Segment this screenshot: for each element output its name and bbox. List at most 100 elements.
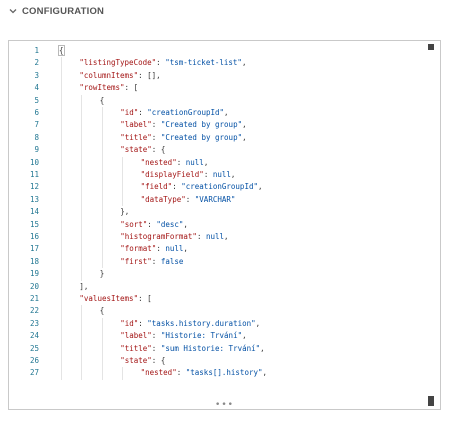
code-line[interactable]: } xyxy=(100,268,105,280)
line-number: 20 xyxy=(29,281,39,291)
code-token: "creationGroupId" xyxy=(147,108,225,117)
code-token: : xyxy=(196,232,206,241)
scrollbar-thumb[interactable] xyxy=(428,396,434,406)
indent-guide xyxy=(81,243,83,256)
code-token: : xyxy=(151,331,161,341)
code-line[interactable]: "first": false xyxy=(120,256,183,268)
code-line[interactable]: { xyxy=(100,305,105,317)
code-token: : xyxy=(172,182,182,192)
indent-guide xyxy=(61,330,62,343)
code-line[interactable]: "field": "creationGroupId", xyxy=(141,181,263,193)
code-token: "state" xyxy=(120,145,152,155)
code-token: "field" xyxy=(140,182,173,192)
code-token: , xyxy=(242,331,247,341)
indent-guide xyxy=(101,206,103,219)
indent-guide xyxy=(81,206,83,219)
code-line[interactable]: "label": "Historie: Trvání", xyxy=(120,330,246,342)
indent-guide xyxy=(61,305,62,318)
indent-guide xyxy=(81,330,83,343)
code-token: "histogramFormat" xyxy=(120,232,197,241)
code-token: "displayField" xyxy=(140,170,204,179)
code-line[interactable]: { xyxy=(100,95,105,107)
indent-guide xyxy=(81,355,83,368)
line-number: 14 xyxy=(29,207,39,217)
code-token: } xyxy=(99,269,105,279)
indent-guide xyxy=(81,255,83,269)
code-line[interactable]: "rowItems": [ xyxy=(79,82,138,94)
line-number: 9 xyxy=(34,145,39,155)
code-token: : xyxy=(151,132,161,142)
code-line[interactable]: }, xyxy=(120,206,129,218)
line-number: 8 xyxy=(34,132,39,142)
vertical-scrollbar[interactable] xyxy=(426,41,440,409)
indent-guide xyxy=(122,156,124,169)
code-token: , xyxy=(262,368,268,378)
code-token: : xyxy=(156,244,166,254)
section-title: CONFIGURATION xyxy=(22,5,105,17)
code-line[interactable]: "valuesItems": [ xyxy=(79,293,151,305)
more-content-indicator: ••• xyxy=(215,400,234,410)
code-line[interactable]: "title": "sum Historie: Trvání", xyxy=(120,343,265,355)
code-line[interactable]: "dataType": "VARCHAR" xyxy=(141,194,236,206)
code-token: "id" xyxy=(120,318,139,328)
code-line[interactable]: "state": { xyxy=(120,355,165,367)
code-token: null xyxy=(205,232,225,241)
code-line[interactable]: "sort": "desc", xyxy=(120,219,188,231)
code-token: ], xyxy=(79,281,89,291)
code-line[interactable]: "format": null, xyxy=(120,243,188,255)
indent-guide xyxy=(61,107,62,120)
code-line[interactable]: "nested": "tasks[].history", xyxy=(141,367,267,379)
indent-guide xyxy=(61,131,62,145)
code-line[interactable]: "id": "tasks.history.duration", xyxy=(120,318,260,330)
indent-guide xyxy=(81,156,83,169)
code-line[interactable]: "histogramFormat": null, xyxy=(120,231,228,243)
code-token: : xyxy=(151,343,161,353)
indent-guide xyxy=(81,342,83,355)
indent-guide xyxy=(122,367,124,380)
code-line[interactable]: { xyxy=(58,45,65,57)
line-number: 5 xyxy=(34,95,39,105)
code-line[interactable]: "title": "Created by group", xyxy=(120,132,246,144)
code-line[interactable]: ], xyxy=(79,281,88,293)
code-token: "first" xyxy=(120,256,152,266)
code-token: "title" xyxy=(120,132,152,142)
code-line[interactable]: "nested": null, xyxy=(141,157,209,169)
code-token: "state" xyxy=(120,356,152,365)
indent-guide xyxy=(61,255,62,269)
code-line[interactable]: "label": "Created by group", xyxy=(120,119,246,131)
configuration-section-header[interactable]: CONFIGURATION xyxy=(8,4,104,18)
code-area[interactable]: {"listingTypeCode": "tsm-ticket-list","c… xyxy=(55,41,426,409)
code-token: "tasks.history.duration" xyxy=(147,318,256,328)
code-token: "dataType" xyxy=(140,194,186,204)
code-token: : xyxy=(176,157,186,167)
code-line[interactable]: "id": "creationGroupId", xyxy=(120,107,228,119)
indent-guide xyxy=(101,342,103,355)
chevron-down-icon[interactable] xyxy=(8,6,18,16)
code-token: }, xyxy=(120,207,130,217)
indent-guide xyxy=(61,206,62,219)
scrollbar-top-marker[interactable] xyxy=(428,44,434,50)
code-token: , xyxy=(203,157,209,167)
code-token: "listingTypeCode" xyxy=(79,58,157,68)
indent-guide xyxy=(61,293,62,306)
code-token: , xyxy=(255,318,261,328)
indent-guide xyxy=(81,218,83,231)
code-token: "Historie: Trvání" xyxy=(160,331,243,341)
indent-guide xyxy=(101,181,103,194)
code-token: false xyxy=(160,256,184,266)
code-line[interactable]: "displayField": null, xyxy=(141,169,236,181)
indent-guide xyxy=(101,131,103,145)
indent-guide xyxy=(81,169,83,182)
code-token: : xyxy=(151,256,161,266)
code-line[interactable]: "listingTypeCode": "tsm-ticket-list", xyxy=(79,57,246,69)
code-token: { xyxy=(58,45,65,56)
line-number: 19 xyxy=(29,269,39,279)
code-token: : xyxy=(138,318,148,328)
code-token: "rowItems" xyxy=(79,83,125,93)
code-token: "Created by group" xyxy=(160,120,243,130)
code-line[interactable]: "columnItems": [], xyxy=(79,70,160,82)
code-line[interactable]: "state": { xyxy=(120,144,165,156)
indent-guide xyxy=(81,107,83,120)
code-token: , xyxy=(242,132,247,142)
